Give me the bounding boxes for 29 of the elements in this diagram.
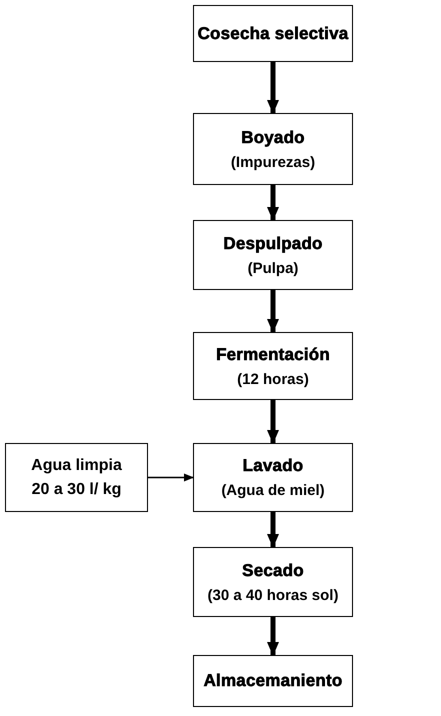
step-title: Secado <box>242 560 304 580</box>
arrow <box>267 617 279 656</box>
arrow <box>267 185 279 221</box>
step-note: (Agua de miel) <box>221 482 325 499</box>
step-note: (Impurezas) <box>230 154 316 170</box>
process-box <box>5 443 148 512</box>
process-box <box>193 547 353 617</box>
arrow <box>267 512 279 548</box>
step-title: Lavado <box>242 456 304 476</box>
arrow <box>267 62 279 114</box>
process-box <box>193 113 353 185</box>
arrow <box>267 290 279 333</box>
step-title: Cosecha selectiva <box>198 24 348 44</box>
step-title: Despulpado <box>223 234 323 254</box>
process-box <box>193 655 353 707</box>
step-note: (12 horas) <box>237 370 309 388</box>
step-note: (Pulpa) <box>248 260 298 276</box>
process-box <box>193 220 353 290</box>
step-note: Agua limpia <box>31 456 122 474</box>
step-title: Boyado <box>241 128 305 148</box>
process-box <box>193 332 353 400</box>
step-title: Almacemaniento <box>204 671 342 691</box>
step-title: Fermentación <box>216 344 330 364</box>
process-box <box>193 443 353 512</box>
step-note: 20 a 30 l/ kg <box>32 480 122 498</box>
process-box <box>193 5 353 62</box>
step-note: (30 a 40 horas sol) <box>208 586 338 604</box>
arrow <box>267 400 279 444</box>
arrow <box>148 474 194 482</box>
